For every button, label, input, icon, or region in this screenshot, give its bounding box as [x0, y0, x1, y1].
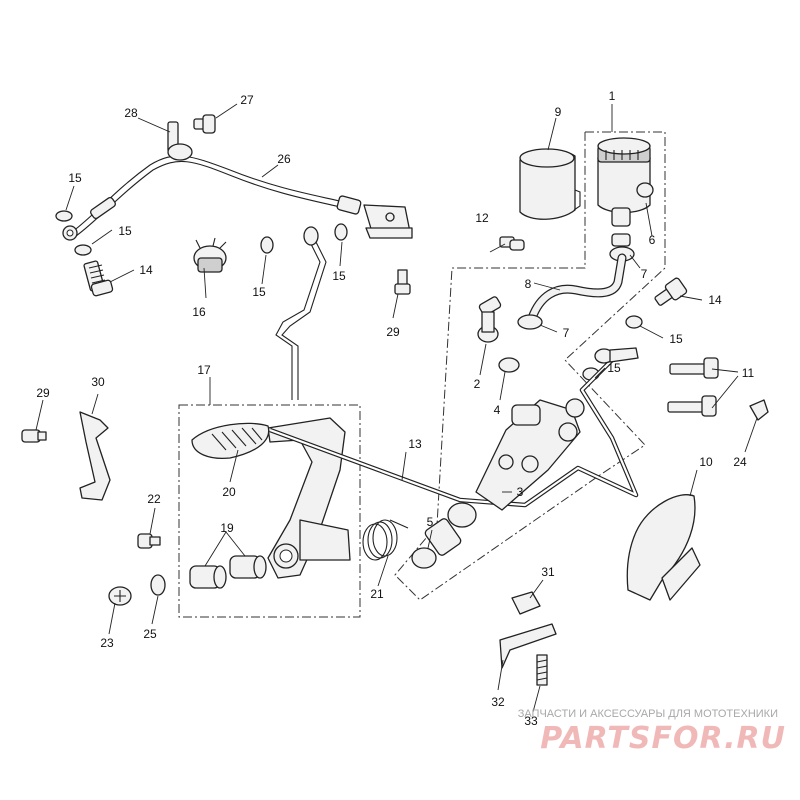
part-28-cable-clip — [167, 121, 193, 161]
callout-4: 4 — [494, 403, 501, 417]
part-20-pedal-rubber — [191, 422, 270, 460]
callout-3: 3 — [517, 485, 524, 499]
callout-8: 8 — [525, 277, 532, 291]
part-11-mounting-bolt — [667, 395, 717, 417]
part-22-pin — [137, 533, 161, 549]
part-15-washer — [55, 210, 73, 222]
callout-26: 26 — [277, 152, 291, 166]
part-21-return-spring — [362, 519, 409, 561]
callout-30: 30 — [91, 375, 105, 389]
linkage-eye — [303, 226, 319, 246]
callout-6: 6 — [649, 233, 656, 247]
part-27-screw — [193, 114, 216, 134]
part-15-washer — [74, 244, 92, 256]
callout-14: 14 — [139, 263, 153, 277]
callout-25: 25 — [143, 627, 157, 641]
callout-numbers: 1 9 6 7 8 7 2 4 12 14 15 15 11 24 10 13 … — [36, 89, 754, 728]
watermark-logo: PARTSFOR.RU — [540, 721, 786, 756]
part-29-bolt — [21, 429, 47, 443]
part-31-bracket — [511, 591, 541, 615]
part-32-plate — [499, 623, 557, 669]
callout-29: 29 — [386, 325, 400, 339]
part-1-reservoir — [597, 137, 654, 227]
callout-21: 21 — [370, 587, 384, 601]
callout-7: 7 — [563, 326, 570, 340]
part-7-hose-clip — [517, 314, 543, 330]
callout-14: 14 — [708, 293, 722, 307]
part-14-banjo-bolt — [83, 260, 114, 297]
callout-22: 22 — [147, 492, 161, 506]
part-33-screw — [536, 654, 548, 686]
callout-15: 15 — [68, 171, 82, 185]
pedal-linkage-rod — [275, 237, 327, 400]
callout-27: 27 — [240, 93, 254, 107]
part-25-washer — [150, 574, 166, 596]
callout-28: 28 — [124, 106, 138, 120]
callout-32: 32 — [491, 695, 505, 709]
part-15-washer — [334, 223, 348, 241]
callout-17: 17 — [197, 363, 211, 377]
callout-15: 15 — [252, 285, 266, 299]
callout-9: 9 — [555, 105, 562, 119]
part-26-brake-switch-cable — [62, 155, 413, 241]
part-12-screw — [499, 236, 525, 251]
watermark-tagline: ЗАПЧАСТИ И АКСЕССУАРЫ ДЛЯ МОТОТЕХНИКИ — [518, 708, 778, 720]
callout-29: 29 — [36, 386, 50, 400]
callout-15: 15 — [118, 224, 132, 238]
part-24-clip — [749, 399, 769, 421]
part-9-reservoir-guard — [519, 148, 581, 220]
banjo-union — [594, 347, 639, 364]
group-outline-rear-master-cylinder — [394, 131, 666, 601]
part-4-o-ring — [498, 357, 520, 373]
part-13-brake-pipe — [269, 350, 639, 508]
callout-16: 16 — [192, 305, 206, 319]
callout-31: 31 — [541, 565, 555, 579]
callout-24: 24 — [733, 455, 747, 469]
callout-13: 13 — [408, 437, 422, 451]
part-5-push-rod — [411, 502, 477, 569]
callout-15: 15 — [669, 332, 683, 346]
part-29-bolt — [394, 269, 411, 295]
callout-11: 11 — [742, 366, 755, 380]
callout-19: 19 — [220, 521, 234, 535]
part-14-banjo-bolt — [654, 277, 688, 306]
callout-15: 15 — [607, 361, 621, 375]
part-6-hose-connector — [611, 233, 631, 247]
part-23-bolt — [108, 586, 132, 606]
part-16-brake-light-switch — [193, 237, 227, 273]
watermark: ЗАПЧАСТИ И АКСЕССУАРЫ ДЛЯ МОТОТЕХНИКИ PA… — [518, 708, 786, 756]
part-30-bracket — [79, 411, 111, 501]
callout-33: 33 — [524, 714, 538, 728]
callout-10: 10 — [699, 455, 713, 469]
part-3-master-cylinder — [475, 398, 585, 511]
leader-lines — [35, 103, 758, 713]
group-outline-brake-pedal — [178, 404, 361, 618]
part-10-heel-guard — [626, 494, 701, 601]
part-15-washer — [625, 315, 643, 329]
callout-7: 7 — [641, 267, 648, 281]
part-2-elbow-fitting — [477, 296, 502, 343]
part-17-brake-pedal — [267, 417, 351, 579]
callout-20: 20 — [222, 485, 236, 499]
callout-1: 1 — [609, 89, 616, 103]
part-8-reservoir-hose — [527, 253, 627, 323]
callout-12: 12 — [475, 211, 489, 225]
callout-15: 15 — [332, 269, 346, 283]
part-15-washer — [260, 236, 274, 254]
part-11-mounting-bolt — [669, 357, 719, 379]
callout-23: 23 — [100, 636, 114, 650]
callout-2: 2 — [474, 377, 481, 391]
part-19-bushing — [189, 555, 267, 589]
callout-5: 5 — [427, 515, 434, 529]
